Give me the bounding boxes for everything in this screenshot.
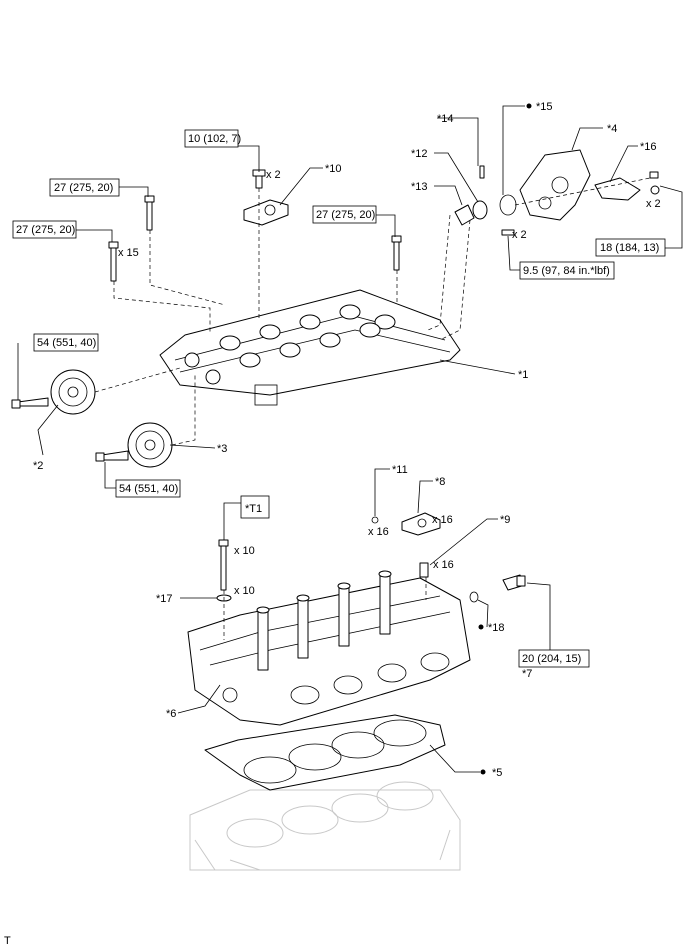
non-reusable-dot-5 (480, 769, 486, 775)
callout-15: *15 (536, 101, 553, 113)
torque-spec-9-5: 9.5 (97, 84 in.*lbf) (519, 261, 615, 280)
callout-10: *10 (325, 163, 342, 175)
callout-11: *11 (392, 464, 408, 476)
callout-9: *9 (500, 514, 510, 526)
cylinder-block-ghost (189, 781, 461, 871)
torque-spec-54-a: 54 (551, 40) (33, 333, 99, 352)
qty-x15: x 15 (118, 247, 139, 259)
torque-spec-27-c: 27 (275, 20) (312, 205, 377, 224)
callout-1: *1 (518, 369, 528, 381)
camshaft-housing (159, 289, 461, 406)
head-bolts-installed (256, 570, 392, 671)
small-bolts-right (501, 171, 660, 236)
qty-x16-plug: x 16 (433, 559, 454, 571)
svg-text:54 (551, 40): 54 (551, 40) (37, 337, 96, 349)
svg-text:54 (551, 40): 54 (551, 40) (119, 483, 178, 495)
callout-13: *13 (411, 181, 428, 193)
qty-x10-washer: x 10 (234, 585, 255, 597)
callout-2: *2 (33, 460, 43, 472)
cylinder-head-gasket (204, 714, 446, 791)
part-16-bracket (594, 177, 641, 201)
qty-x2-bracket-bolts: x 2 (266, 169, 281, 181)
callout-18: *18 (488, 622, 505, 634)
intake-cam-timing-gear (95, 422, 173, 468)
part-8-bracket (401, 512, 441, 536)
part-11-washer (371, 516, 379, 524)
part-14-pin (479, 165, 485, 179)
tool-callout-T1: *T1 (240, 495, 270, 519)
callout-12: *12 (411, 148, 428, 160)
svg-text:18 (184, 13): 18 (184, 13) (600, 242, 659, 254)
loose-bolts (108, 195, 402, 282)
torque-spec-27-a: 27 (275, 20) (49, 178, 120, 197)
callout-17: *17 (156, 593, 173, 605)
callout-5: *5 (492, 767, 502, 779)
part-18-o-ring (469, 591, 479, 603)
svg-text:27 (275, 20): 27 (275, 20) (16, 224, 75, 236)
qty-x10-bolt: x 10 (234, 545, 255, 557)
callout-16: *16 (640, 141, 657, 153)
bracket-part-10 (243, 169, 289, 226)
part-T1-bolt (218, 539, 229, 591)
assembly-guide-lines (94, 177, 651, 640)
part-9-plug (419, 562, 429, 578)
exhaust-cam-timing-gear (11, 369, 96, 415)
non-reusable-dot-15 (526, 103, 532, 109)
non-reusable-dot-18 (478, 624, 484, 630)
svg-text:*T1: *T1 (245, 503, 262, 515)
leader-lines (17, 105, 683, 773)
callout-3: *3 (217, 443, 227, 455)
qty-x16-washer: x 16 (368, 526, 389, 538)
part-15-o-ring (499, 194, 517, 216)
svg-text:27 (275, 20): 27 (275, 20) (54, 182, 113, 194)
torque-spec-18-184-13: 18 (184, 13) (595, 238, 666, 257)
callout-4: *4 (607, 123, 617, 135)
qty-x2-pin: x 2 (512, 229, 527, 241)
callout-8: *8 (435, 476, 445, 488)
callout-7: *7 (522, 668, 532, 680)
svg-text:20 (204, 15): 20 (204, 15) (522, 653, 581, 665)
svg-text:10 (102, 7): 10 (102, 7) (188, 133, 241, 145)
cylinder-head (187, 577, 471, 726)
part-4-water-pump (519, 149, 591, 221)
callout-14: *14 (437, 113, 454, 125)
figure-code: T (4, 935, 11, 947)
callout-6: *6 (166, 708, 176, 720)
svg-text:9.5 (97, 84 in.*lbf): 9.5 (97, 84 in.*lbf) (523, 265, 610, 277)
torque-spec-10-102-7: 10 (102, 7) (184, 129, 241, 148)
qty-x16-bracket: x 16 (432, 514, 453, 526)
part-12-bushing (472, 200, 488, 220)
part-7-sensor (502, 574, 526, 591)
part-13-plate (454, 204, 475, 226)
torque-spec-20-204-15: 20 (204, 15) (518, 649, 590, 668)
qty-x2-right: x 2 (646, 198, 661, 210)
camshaft-lobes (219, 304, 396, 368)
svg-text:27 (275, 20): 27 (275, 20) (316, 209, 375, 221)
torque-spec-27-b: 27 (275, 20) (12, 220, 77, 239)
torque-spec-54-b: 54 (551, 40) (115, 479, 181, 498)
